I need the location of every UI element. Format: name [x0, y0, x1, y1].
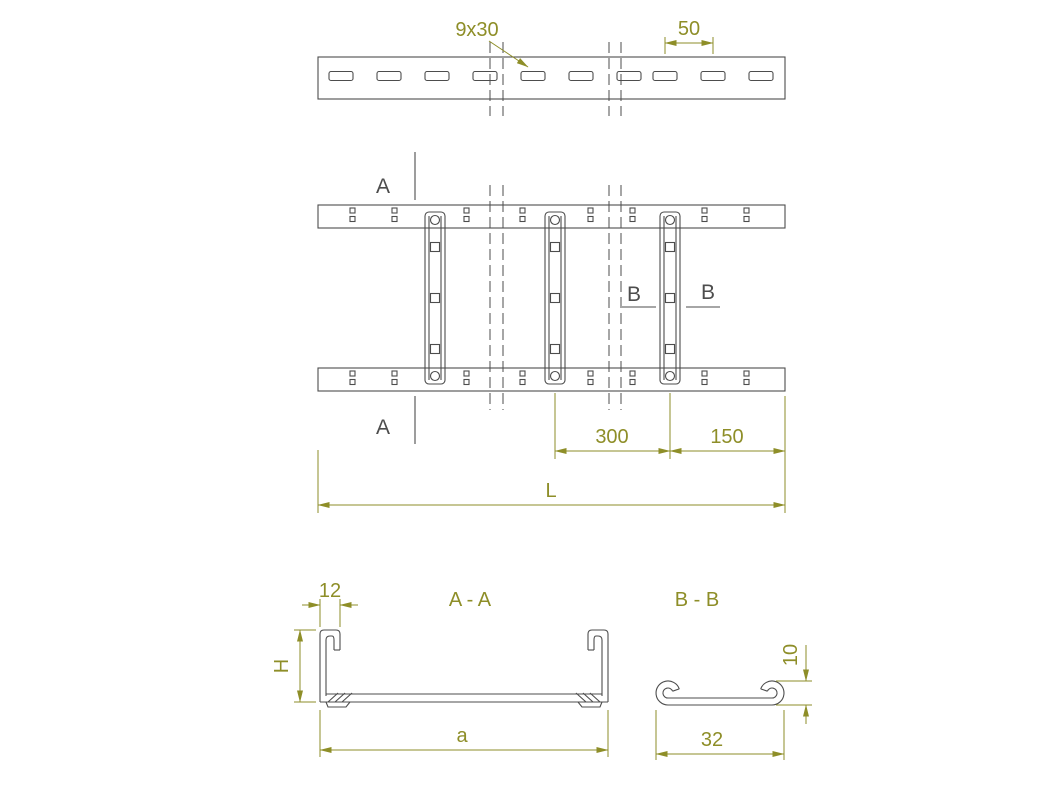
rung-hole: [549, 292, 561, 304]
slot: [568, 70, 594, 82]
width-label: a: [456, 725, 468, 747]
dim-height-10: 10: [776, 644, 812, 724]
rail-slots: [328, 70, 774, 82]
dim-flange-12: 12: [302, 580, 358, 627]
rung-hole: [429, 343, 441, 355]
rail-top-flange: [317, 204, 786, 229]
weld-hatch: [589, 692, 601, 703]
rivet: [549, 370, 561, 382]
rung-hole: [664, 241, 676, 253]
rung-profile: [655, 680, 785, 706]
right-curl-inner: [766, 687, 778, 699]
rung-hole: [429, 292, 441, 304]
rung-height-label: 10: [780, 644, 802, 666]
dim-width-a: a: [319, 710, 609, 757]
plan-view: A A B B 300 150 L: [317, 152, 786, 513]
leader-line: [488, 40, 529, 68]
rail-profile-left: [319, 629, 341, 702]
slot: [424, 70, 450, 82]
rivet: [549, 214, 561, 226]
section-aa: A - A 12: [271, 580, 609, 757]
rung-hole: [664, 292, 676, 304]
section-label-a: A: [376, 416, 390, 439]
slot: [520, 70, 546, 82]
flange-width-label: 12: [319, 580, 341, 602]
section-bb: B - B 10 32: [655, 589, 812, 760]
weld-hatch: [327, 692, 339, 703]
top-view: 9x30 50: [317, 18, 786, 116]
slot: [376, 70, 402, 82]
section-label-a: A: [376, 175, 390, 198]
left-curl-inner: [662, 687, 674, 699]
dim-end-offset: 150: [669, 396, 786, 459]
slot: [472, 70, 498, 82]
rung-through-section: [320, 692, 608, 708]
rung-hole: [549, 241, 561, 253]
right-curl: [760, 680, 785, 706]
section-label-b: B: [701, 281, 715, 304]
rung-end-tab: [577, 701, 603, 708]
slot: [652, 70, 678, 82]
slot: [328, 70, 354, 82]
dim-height-h: H: [271, 629, 316, 703]
rail-bottom-flange: [317, 367, 786, 392]
rail-side-outline: [317, 56, 786, 100]
rivet: [429, 370, 441, 382]
left-curl: [655, 680, 680, 706]
rivet: [664, 370, 676, 382]
section-bb-title: B - B: [675, 589, 719, 611]
rung-1: [424, 211, 446, 385]
height-label: H: [271, 659, 293, 673]
rung-hole: [549, 343, 561, 355]
end-offset-label: 150: [710, 426, 743, 448]
slot-spec-label: 9x30: [455, 19, 498, 41]
rung-spacing-label: 300: [595, 426, 628, 448]
section-b-marker-right: B: [686, 281, 720, 308]
slot-pitch-label: 50: [678, 18, 700, 40]
section-label-b: B: [627, 283, 641, 306]
overall-length-label: L: [545, 480, 556, 502]
rung-hole: [429, 241, 441, 253]
section-aa-title: A - A: [449, 589, 492, 611]
slot: [748, 70, 774, 82]
rail-profile-right: [587, 629, 609, 702]
rivet: [429, 214, 441, 226]
weld-hatch: [341, 692, 353, 703]
weld-hatch: [582, 692, 594, 703]
slot: [700, 70, 726, 82]
slot-pitch-dimension: 50: [664, 18, 714, 54]
weld-hatch: [575, 692, 587, 703]
break-lines-top-view: [489, 42, 622, 116]
rung-width-label: 32: [701, 729, 723, 751]
rung-hole: [664, 343, 676, 355]
rivet: [664, 214, 676, 226]
slot: [616, 70, 642, 82]
weld-hatch: [334, 692, 346, 703]
section-a-marker-bottom: A: [376, 396, 416, 444]
dim-width-32: 32: [655, 710, 785, 760]
rung-2: [544, 211, 566, 385]
dim-rung-spacing: 300: [554, 393, 671, 459]
dim-overall-length: L: [317, 450, 786, 513]
slot-spec-callout: 9x30: [455, 19, 529, 68]
section-b-marker-left: B: [622, 283, 656, 308]
rung-end-tab: [325, 701, 351, 708]
rung-3: [659, 211, 681, 385]
section-a-marker-top: A: [376, 152, 416, 200]
break-lines-plan-view: [489, 185, 622, 410]
